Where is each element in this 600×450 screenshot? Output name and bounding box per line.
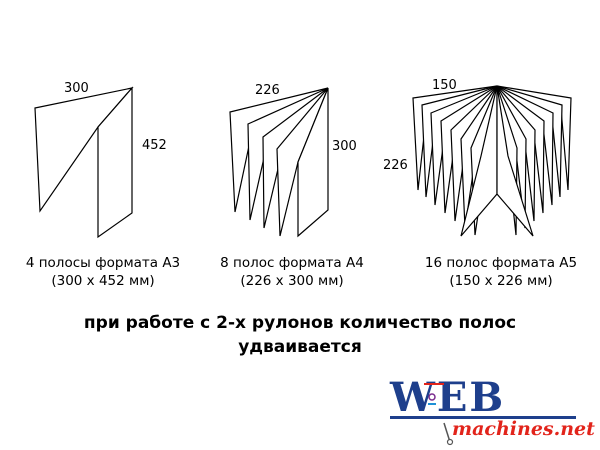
- booklet-a3-caption-line1: 4 полосы формата А3: [25, 255, 181, 271]
- booklet-a3-drawing: [34, 86, 134, 239]
- booklet-a5-height-label: 226: [383, 158, 408, 173]
- booklet-a4-caption-line2: (226 х 300 мм): [240, 273, 344, 289]
- booklet-a4-height-label: 300: [332, 139, 357, 154]
- booklet-drawings: [34, 85, 572, 239]
- doubling-note-line1: при работе с 2-х рулонов количество поло…: [83, 313, 517, 333]
- booklet-a4-caption: 8 полос формата А4 (226 х 300 мм): [212, 254, 372, 290]
- booklet-a4-caption-line1: 8 полос формата А4: [220, 255, 364, 271]
- booklet-a4-drawing: [229, 87, 329, 238]
- booklet-a5-drawing: [412, 85, 572, 237]
- logo-printer-mark-icon: [424, 383, 454, 446]
- booklet-a4-width-label: 226: [255, 83, 280, 98]
- logo-sub-text: machines.net: [452, 418, 595, 440]
- logo-divider: [390, 416, 576, 419]
- booklet-a5-caption-line1: 16 полос формата А5: [424, 255, 578, 271]
- doubling-note: при работе с 2-х рулонов количество поло…: [0, 311, 600, 359]
- booklet-a3-width-label: 300: [64, 81, 89, 96]
- webmachines-logo: WEB machines.net: [388, 374, 595, 448]
- booklet-a3-height-label: 452: [142, 138, 167, 153]
- booklet-a5-caption: 16 полос формата А5 (150 х 226 мм): [415, 254, 587, 290]
- booklet-diagrams: 300 452 226 300 150 226: [34, 78, 572, 239]
- booklet-a3-caption: 4 полосы формата А3 (300 х 452 мм): [20, 254, 186, 290]
- doubling-note-line2: удваивается: [238, 337, 362, 357]
- booklet-a5-width-label: 150: [432, 78, 457, 93]
- logo-main-text: WEB: [390, 374, 506, 421]
- booklet-a5-caption-line2: (150 х 226 мм): [449, 273, 553, 289]
- booklet-a3-caption-line2: (300 х 452 мм): [51, 273, 155, 289]
